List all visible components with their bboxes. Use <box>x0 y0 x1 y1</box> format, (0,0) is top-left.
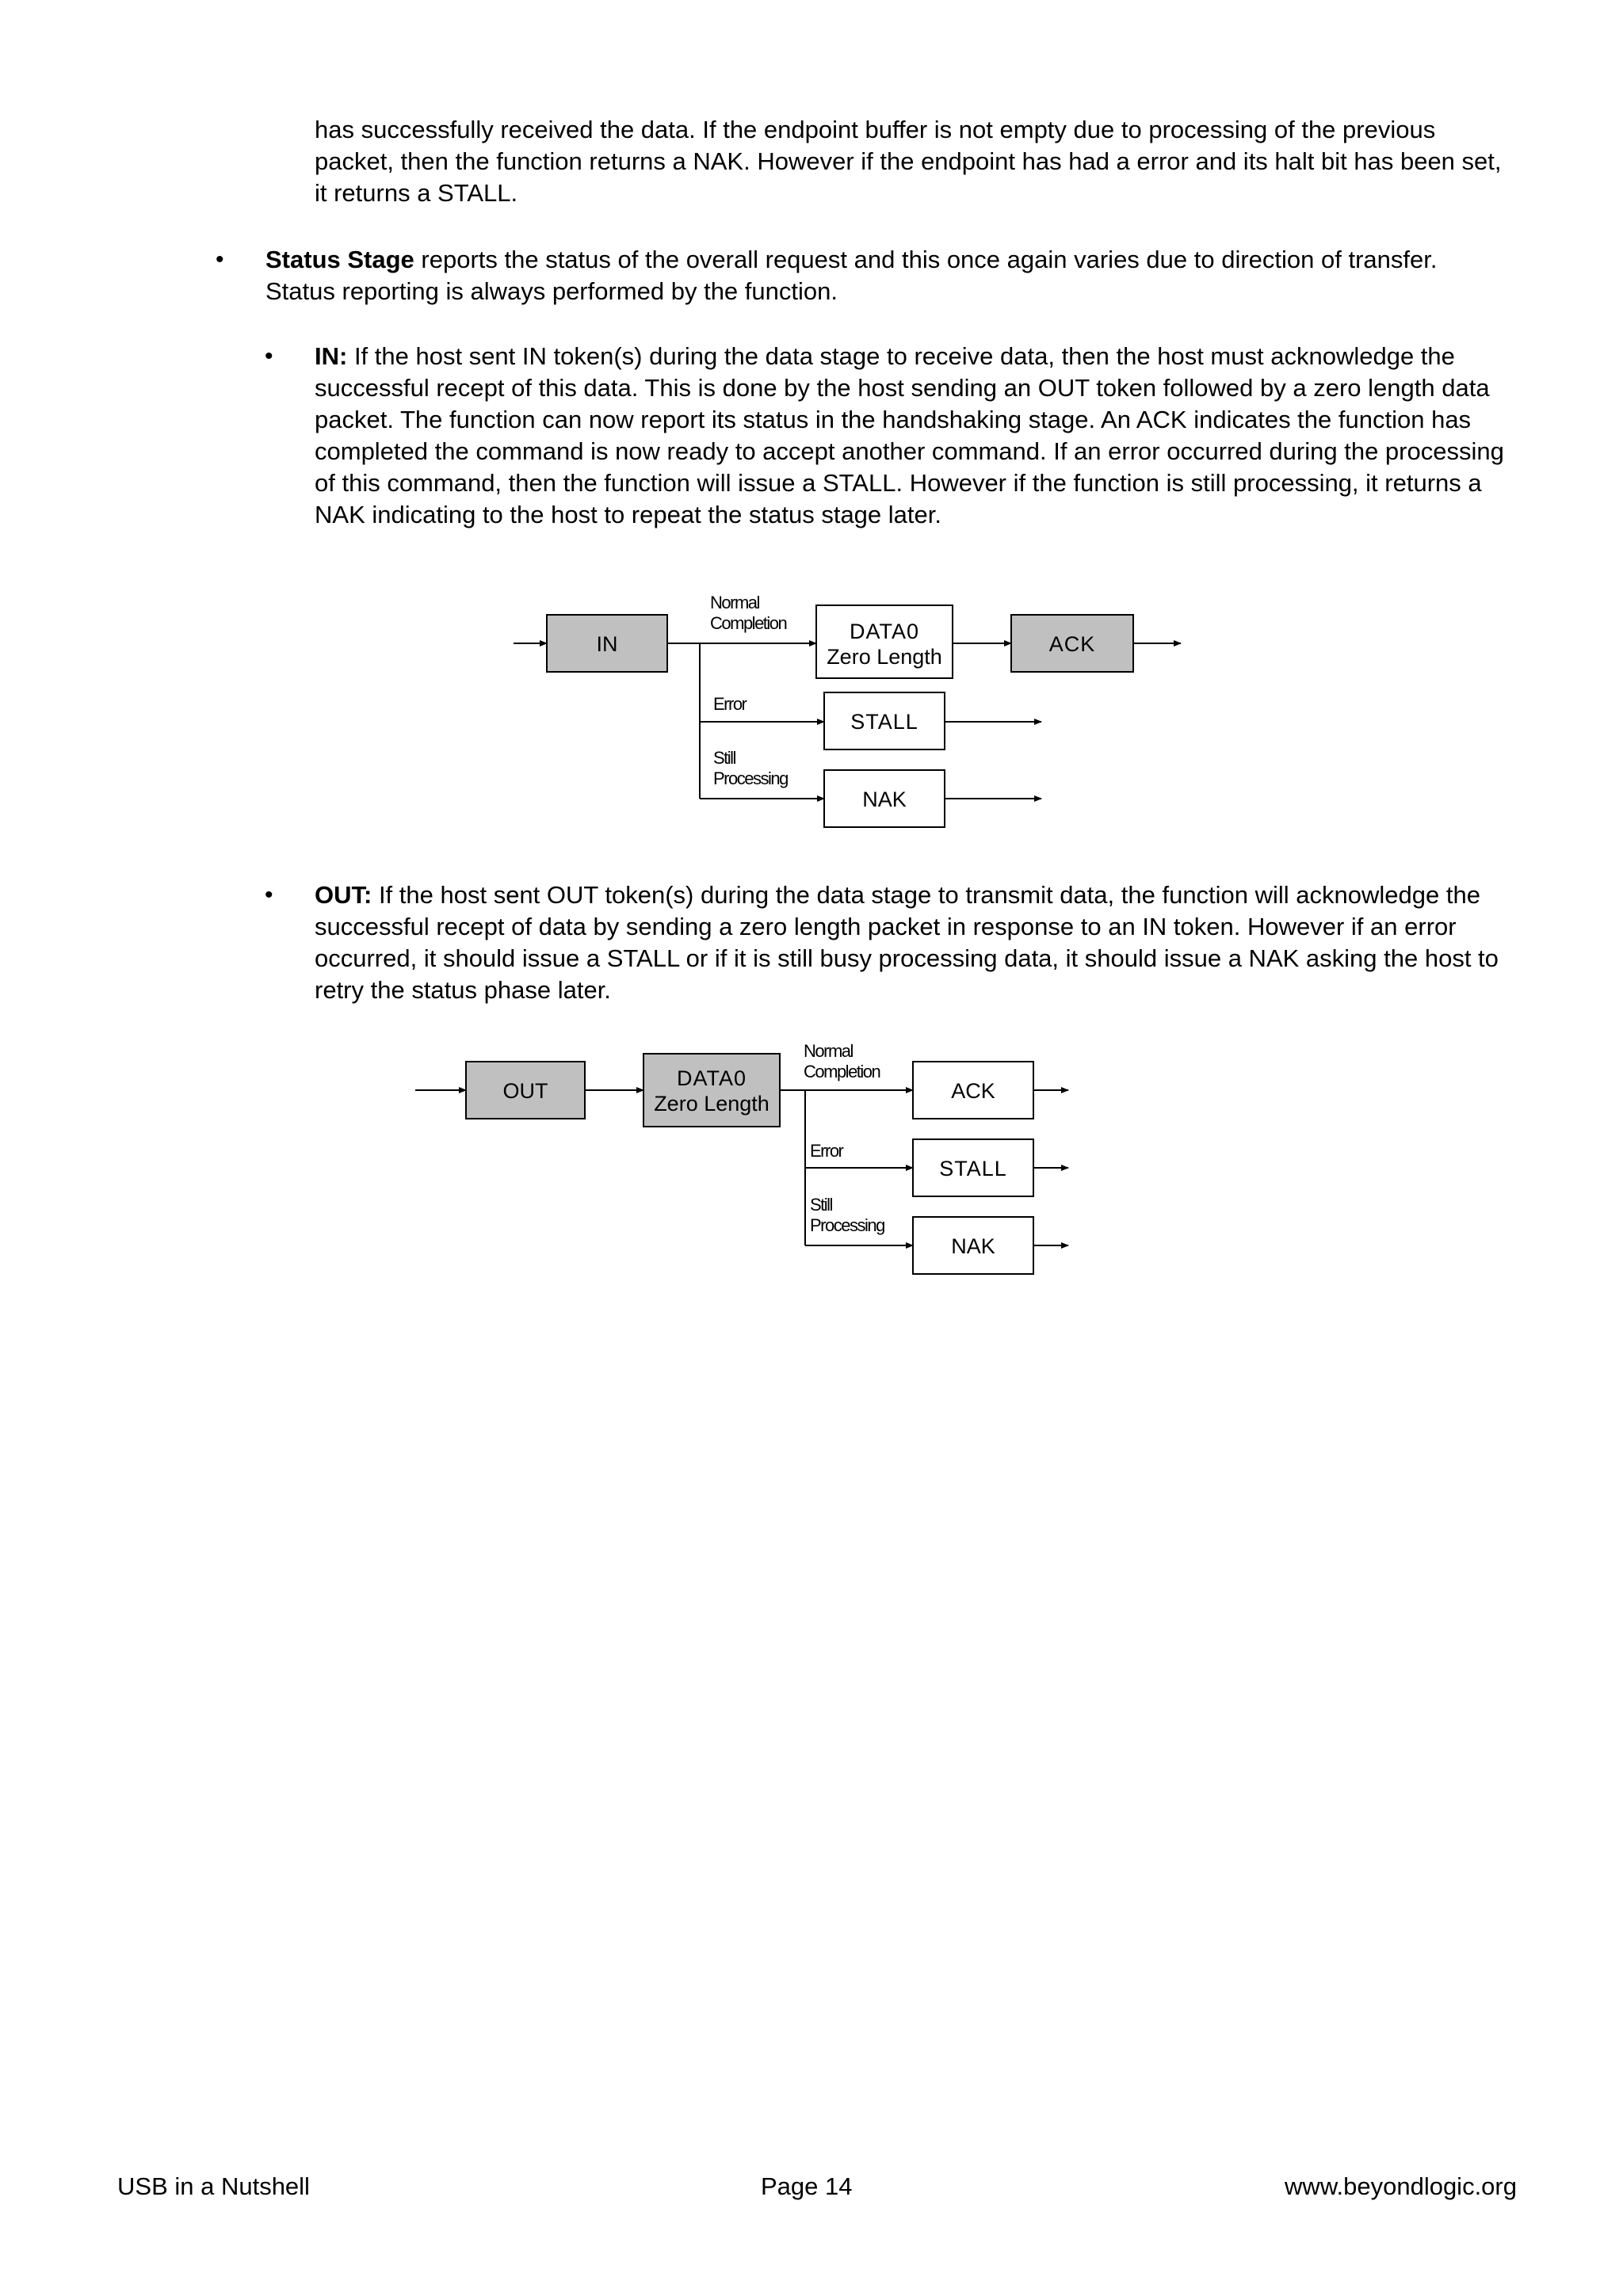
in-text: If the host sent IN token(s) during the … <box>315 342 1504 528</box>
bullet-icon: • <box>265 343 273 369</box>
in-token-box <box>546 614 668 673</box>
out-stall-box <box>912 1138 1034 1197</box>
out-processing-label: Processing <box>810 1215 884 1235</box>
out-paragraph: OUT: If the host sent OUT token(s) durin… <box>315 879 1519 1006</box>
in-normal-label: Normal <box>710 593 760 612</box>
bullet-icon: • <box>265 882 273 908</box>
in-completion-label: Completion <box>710 613 787 633</box>
status-stage-title: Status Stage <box>265 246 414 273</box>
in-data0-label: DATA0 <box>850 620 919 643</box>
in-ack-label: ACK <box>1049 632 1096 656</box>
in-error-label: Error <box>713 694 747 714</box>
in-data0-box <box>815 605 953 679</box>
out-nak-label: NAK <box>951 1234 995 1258</box>
in-title: IN: <box>315 342 348 370</box>
in-nak-label: NAK <box>862 788 907 811</box>
status-stage-text: reports the status of the overall reques… <box>265 246 1438 305</box>
out-token-label: OUT <box>503 1079 548 1103</box>
in-still-label: Still <box>713 748 736 768</box>
status-stage-paragraph: Status Stage reports the status of the o… <box>265 244 1502 307</box>
out-normal-label: Normal <box>804 1041 854 1061</box>
out-error-label: Error <box>810 1141 844 1161</box>
out-stall-label: STALL <box>939 1157 1007 1180</box>
in-paragraph: IN: If the host sent IN token(s) during … <box>315 341 1523 531</box>
out-data0-label: DATA0 <box>677 1066 747 1090</box>
out-title: OUT: <box>315 881 372 909</box>
footer-title: USB in a Nutshell <box>117 2172 310 2200</box>
out-zero-length-label: Zero Length <box>654 1092 769 1116</box>
in-zero-length-label: Zero Length <box>827 645 942 669</box>
out-ack-box <box>912 1061 1034 1119</box>
out-ack-label: ACK <box>951 1079 995 1103</box>
in-stall-label: STALL <box>850 710 918 734</box>
out-still-label: Still <box>810 1195 833 1215</box>
out-text: If the host sent OUT token(s) during the… <box>315 881 1499 1004</box>
in-stall-box <box>823 692 945 750</box>
in-token-label: IN <box>597 632 618 656</box>
out-token-box <box>465 1061 586 1119</box>
out-completion-label: Completion <box>804 1062 880 1081</box>
intro-paragraph: has successfully received the data. If t… <box>315 116 1502 207</box>
footer-website: www.beyondlogic.org <box>1285 2172 1517 2200</box>
out-data0-box <box>643 1053 781 1127</box>
in-processing-label: Processing <box>713 769 788 788</box>
footer-page-number: Page 14 <box>761 2172 853 2200</box>
out-nak-box <box>912 1216 1034 1275</box>
in-nak-box <box>823 769 945 828</box>
bullet-icon: • <box>216 246 224 273</box>
in-ack-box <box>1010 614 1134 673</box>
